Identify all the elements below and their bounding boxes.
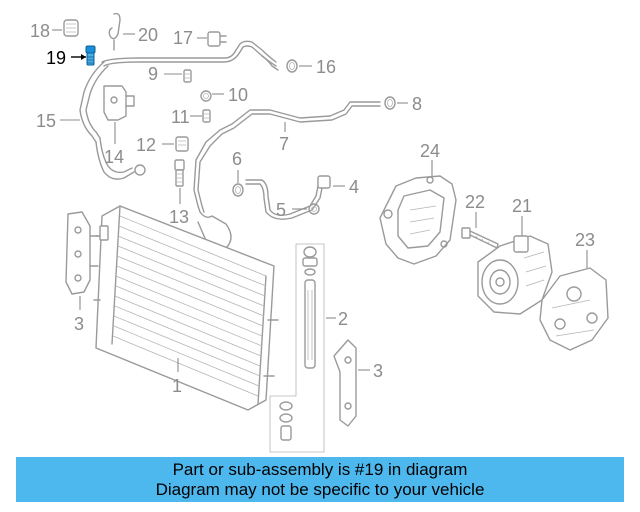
part-14-bracket[interactable] bbox=[103, 85, 135, 121]
label-17: 17 bbox=[173, 28, 193, 48]
part-8-oring[interactable] bbox=[384, 96, 396, 110]
label-10: 10 bbox=[228, 85, 248, 105]
part-18-cap[interactable] bbox=[63, 19, 79, 37]
banner-line-1: Part or sub-assembly is #19 in diagram bbox=[172, 460, 468, 479]
label-8: 8 bbox=[412, 94, 422, 114]
part-2-receiver-drier[interactable] bbox=[269, 243, 325, 453]
part-10-oring[interactable] bbox=[200, 90, 212, 102]
part-11-valve[interactable] bbox=[202, 109, 211, 123]
part-22-bolt[interactable] bbox=[461, 227, 499, 249]
part-3-bracket-right[interactable] bbox=[333, 339, 357, 427]
label-16: 16 bbox=[316, 57, 336, 77]
label-14: 14 bbox=[104, 147, 124, 167]
label-22: 22 bbox=[465, 192, 485, 212]
part-23-bracket[interactable] bbox=[539, 267, 609, 351]
label-24: 24 bbox=[420, 141, 440, 161]
label-21: 21 bbox=[512, 196, 532, 216]
part-13-sensor[interactable] bbox=[174, 159, 185, 187]
label-9: 9 bbox=[148, 64, 158, 84]
label-5: 5 bbox=[276, 200, 286, 220]
label-15: 15 bbox=[36, 111, 56, 131]
parts-diagram: 18 20 19 17 15 14 bbox=[30, 12, 609, 453]
label-6: 6 bbox=[232, 149, 242, 169]
label-11: 11 bbox=[171, 107, 190, 127]
label-13: 13 bbox=[169, 207, 189, 227]
part-6-oring[interactable] bbox=[232, 183, 244, 197]
label-7: 7 bbox=[279, 134, 289, 154]
part-3-bracket-left[interactable] bbox=[65, 211, 99, 295]
label-2: 2 bbox=[338, 309, 348, 329]
label-3a: 3 bbox=[74, 314, 84, 334]
label-12: 12 bbox=[136, 135, 156, 155]
label-23: 23 bbox=[575, 230, 595, 250]
info-banner: Part or sub-assembly is #19 in diagram D… bbox=[16, 457, 624, 502]
part-9-valve[interactable] bbox=[183, 69, 192, 83]
label-1: 1 bbox=[172, 376, 182, 396]
part-1-condenser[interactable] bbox=[93, 205, 279, 411]
part-19-valve[interactable] bbox=[85, 45, 96, 66]
label-3b: 3 bbox=[373, 361, 383, 381]
part-16-oring[interactable] bbox=[286, 59, 298, 73]
label-19: 19 bbox=[46, 48, 66, 68]
part-21-compressor[interactable] bbox=[477, 235, 553, 315]
part-24-housing[interactable] bbox=[379, 175, 457, 265]
part-17-fitting[interactable] bbox=[207, 31, 227, 47]
part-7-line[interactable] bbox=[193, 101, 381, 251]
banner-line-2: Diagram may not be specific to your vehi… bbox=[155, 480, 485, 499]
label-4: 4 bbox=[349, 177, 359, 197]
part-20-clip[interactable] bbox=[108, 12, 121, 51]
label-18: 18 bbox=[30, 21, 50, 41]
part-12-cap[interactable] bbox=[175, 136, 189, 152]
part-4-line[interactable] bbox=[245, 175, 331, 220]
hose-end-fitting bbox=[261, 55, 279, 71]
label-20: 20 bbox=[138, 25, 158, 45]
part-5-oring[interactable] bbox=[308, 203, 320, 215]
